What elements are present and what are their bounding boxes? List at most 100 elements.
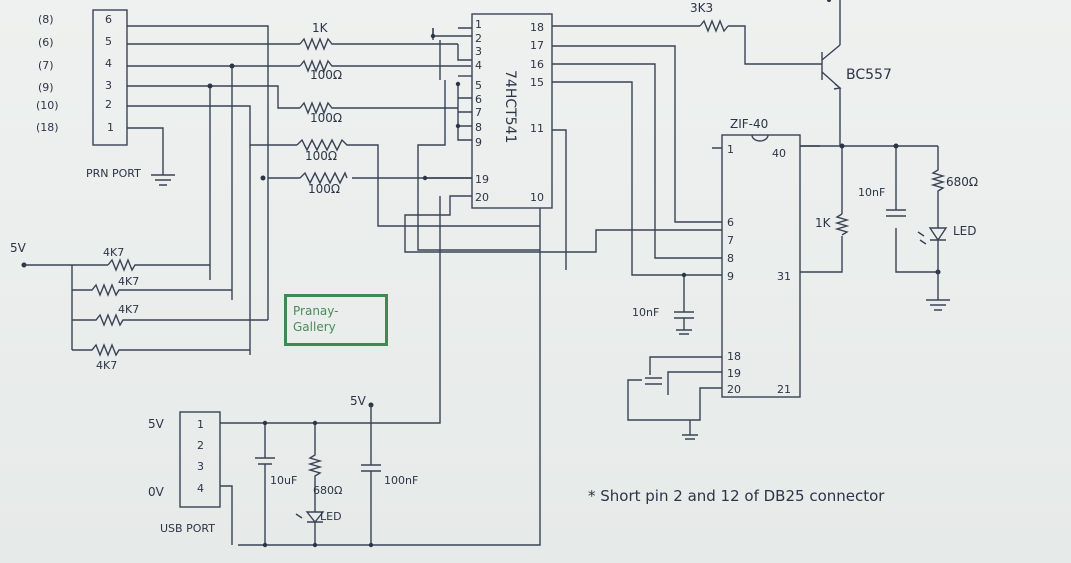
- resistor-100-c: [296, 138, 356, 152]
- wire-zif-40-rail: [800, 145, 938, 273]
- label-100-a: 100Ω: [310, 68, 342, 82]
- db25-pin-c: (7): [38, 59, 54, 72]
- prn-port-label: PRN PORT: [86, 167, 141, 180]
- label-1k-zif: 1K: [815, 216, 832, 230]
- resistor-100-b: [299, 101, 340, 115]
- zif-pin-9: 9: [727, 270, 734, 283]
- usb-port-connector: 1 2 3 4 USB PORT: [160, 411, 221, 535]
- u1-pin-3: 3: [475, 45, 482, 58]
- transistor-bc557: [821, 0, 842, 146]
- usb-pin-4: 4: [197, 482, 204, 495]
- prn-ground-symbol: [127, 127, 175, 186]
- u1-pin-9: 9: [475, 136, 482, 149]
- u1-pin-2: 2: [475, 32, 482, 45]
- label-1k: 1K: [312, 21, 329, 35]
- wire-u1-3: [457, 44, 472, 61]
- label-10uf: 10uF: [270, 474, 297, 487]
- wire-pin6: [127, 25, 269, 178]
- db25-pin-a: (8): [38, 13, 54, 26]
- db25-pin-f: (18): [36, 121, 59, 134]
- ic-74hct541: 74HCT541 1 2 3 4 5 6 7 8 9 19 20 18 17 1…: [471, 13, 553, 209]
- resistor-4k7-a: [107, 258, 210, 272]
- label-680: 680Ω: [946, 175, 978, 189]
- u1-pin-7: 7: [475, 106, 482, 119]
- label-100nf: 100nF: [384, 474, 418, 487]
- u1-pin-6: 6: [475, 93, 482, 106]
- label-100-c: 100Ω: [305, 149, 337, 163]
- u1-pin-11: 11: [530, 122, 544, 135]
- wire-5v-rail: [24, 264, 108, 350]
- wire-pin2: [127, 105, 540, 227]
- prn-pin-6: 6: [105, 13, 112, 26]
- u1-pin-18: 18: [530, 21, 544, 34]
- prn-pin-2: 2: [105, 98, 112, 111]
- usb-port-label: USB PORT: [160, 522, 215, 535]
- u1-pin-8: 8: [475, 121, 482, 134]
- db25-pin-e: (10): [36, 99, 59, 112]
- cap-100nf: [361, 423, 381, 545]
- label-4k7-d: 4K7: [96, 359, 117, 372]
- wire-usb-0v: [220, 485, 233, 545]
- cap-10nf-zif: [886, 209, 906, 217]
- label-4k7-b: 4K7: [118, 275, 139, 288]
- wire-u1-18: [552, 25, 822, 65]
- u1-pin-5: 5: [475, 79, 482, 92]
- u1-pin-19: 19: [475, 173, 489, 186]
- supply-5v-top: 5V: [350, 394, 367, 408]
- usb-pin-1: 1: [197, 418, 204, 431]
- cap-10uf: [255, 423, 275, 545]
- resistor-1k-zif: [834, 213, 850, 236]
- zif-pin-21: 21: [777, 383, 791, 396]
- zif-pin-1: 1: [727, 143, 734, 156]
- zif-40-socket: ZIF-40 1 6 7 8 9 18 19 20 40 31 21: [721, 117, 801, 398]
- supply-5v-left: 5V: [10, 241, 27, 255]
- resistor-1k: [299, 37, 340, 51]
- wire-u1-11: [552, 129, 567, 270]
- led-rays: [917, 231, 927, 245]
- usb-led-ray: [295, 513, 303, 519]
- label-4k7-c: 4K7: [118, 303, 139, 316]
- label-led-usb: LED: [320, 510, 342, 523]
- usb-led-680-branch: [305, 423, 325, 545]
- resistor-4k7-d: [72, 343, 250, 357]
- label-100-b: 100Ω: [310, 111, 342, 125]
- resistor-3k3: [699, 19, 729, 33]
- zif-pin-40: 40: [772, 147, 786, 160]
- wire-usb-5v: [220, 196, 441, 424]
- wire-pin3: [127, 85, 458, 109]
- prn-pin-4: 4: [105, 57, 112, 70]
- label-10nf-zif: 10nF: [858, 186, 885, 199]
- zif-name: ZIF-40: [730, 117, 768, 131]
- prn-pin-1: 1: [107, 121, 114, 134]
- led-680-branch: [926, 146, 950, 311]
- resistor-100-a: [299, 59, 340, 73]
- u1-pin-15: 15: [530, 76, 544, 89]
- zif-pin-7: 7: [727, 234, 734, 247]
- prn-port-connector: 6 5 4 3 2 1 (8) (6) (7) (9) (10) (18) PR…: [36, 9, 141, 180]
- db25-pin-b: (6): [38, 36, 54, 49]
- wire-u1-20: [404, 195, 722, 253]
- wire-u1-15: [552, 81, 722, 276]
- u1-pin-17: 17: [530, 39, 544, 52]
- db25-pin-d: (9): [38, 81, 54, 94]
- u1-pin-16: 16: [530, 58, 544, 71]
- label-led: LED: [953, 224, 977, 238]
- zif-pin-19: 19: [727, 367, 741, 380]
- label-10nf-pin9: 10nF: [632, 306, 659, 319]
- label-680-usb: 680Ω: [313, 484, 342, 497]
- usb-pin-3: 3: [197, 460, 204, 473]
- u1-pin-4: 4: [475, 59, 482, 72]
- u1-pin-10: 10: [530, 191, 544, 204]
- resistor-100-d: [299, 171, 348, 185]
- label-bc557: BC557: [846, 67, 892, 83]
- ic-74hct541-name: 74HCT541: [502, 70, 518, 143]
- schematic-note: * Short pin 2 and 12 of DB25 connector: [588, 487, 885, 505]
- wire-u1-16: [552, 63, 722, 259]
- watermark-text: Pranay-Gallery: [293, 304, 339, 334]
- prn-pin-3: 3: [105, 79, 112, 92]
- supply-5v-usb: 5V: [148, 417, 165, 431]
- cap-10nf-pin9: [674, 275, 694, 335]
- wire-u1-1-2: [432, 27, 472, 37]
- wire-zif-18-20: [627, 356, 722, 440]
